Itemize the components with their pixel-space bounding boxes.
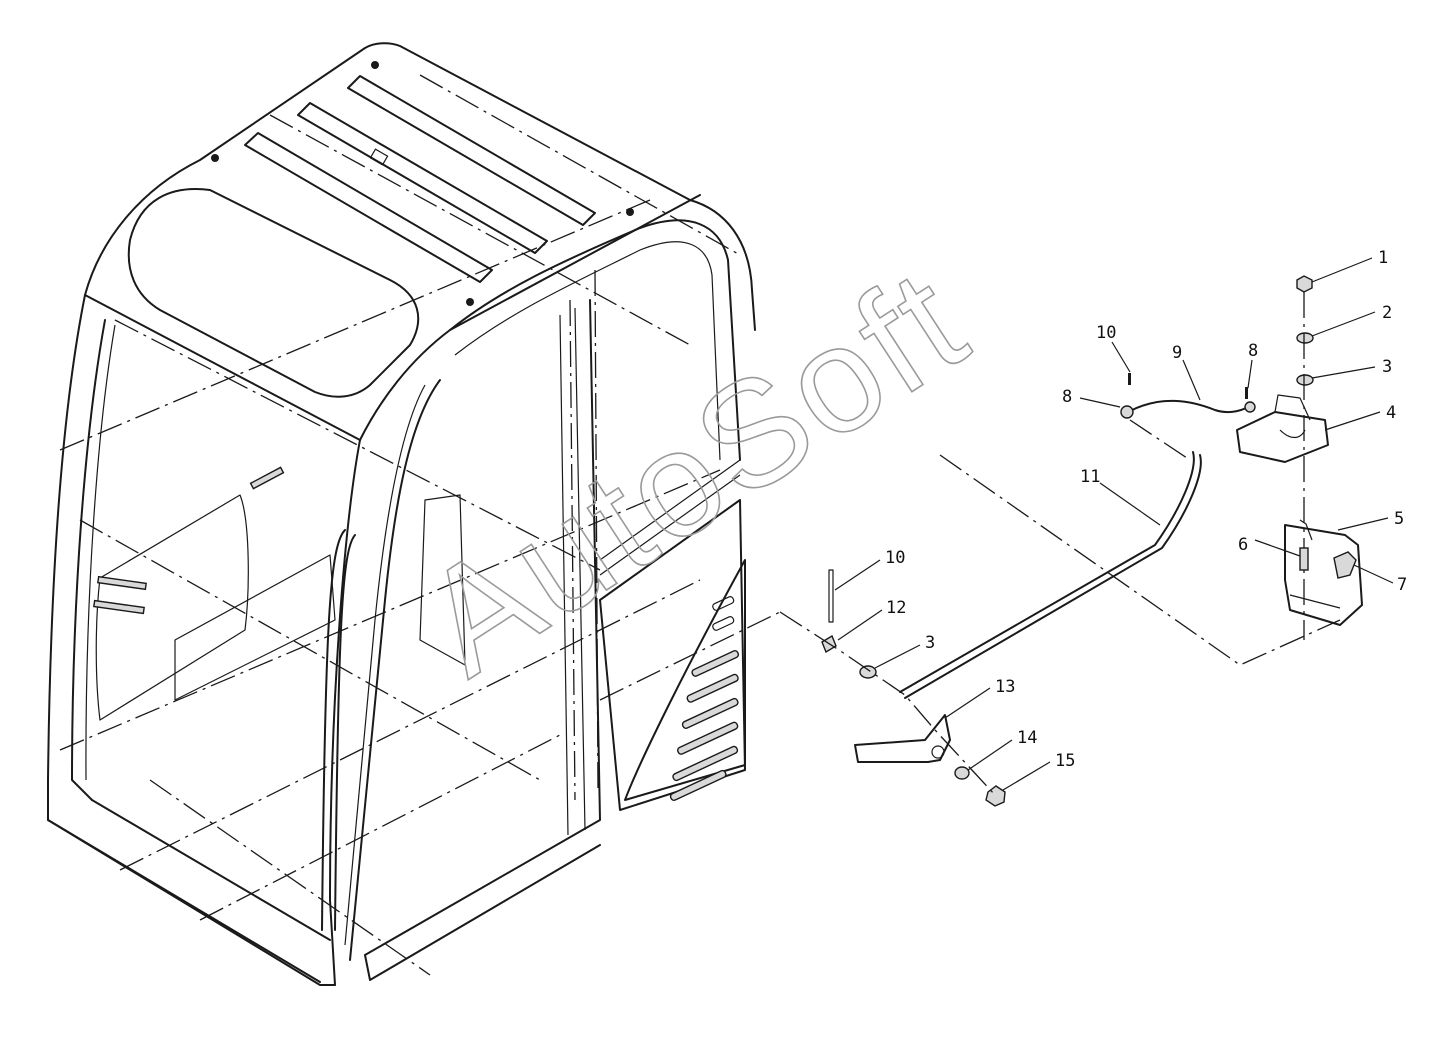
- callout-12: 12: [886, 598, 906, 618]
- lock-assembly: [939, 275, 1363, 666]
- door-lever: [854, 714, 951, 763]
- long-pin: [828, 569, 834, 623]
- lever-bolt: [985, 785, 1006, 807]
- interior-panel: [174, 494, 466, 701]
- striker-block: [1236, 411, 1329, 463]
- door-window: [364, 299, 601, 981]
- operator-cab: [47, 42, 756, 986]
- rear-strap-2: [93, 599, 145, 615]
- cab-side-panel: [599, 499, 746, 811]
- cab-roof-outline: [84, 42, 756, 331]
- side-vent-louvres: [669, 596, 740, 802]
- callout-leaders: [834, 257, 1394, 791]
- callout-3: 3: [1382, 357, 1392, 377]
- callout-labels: 1 2 3 4 5 6 7 8 8 9 10 10 11 12 3 13 14 …: [885, 248, 1407, 771]
- roof-panel: [127, 188, 420, 398]
- nut: [1296, 275, 1313, 293]
- door-frame-seal: [344, 384, 426, 946]
- cable-clip-right: [1244, 401, 1256, 413]
- roof-bolt: [466, 298, 474, 306]
- rear-strap-1: [97, 575, 147, 591]
- cotter-pin: [1128, 373, 1131, 385]
- roof-vent-1: [244, 132, 493, 283]
- side-vent-panel: [624, 559, 746, 801]
- callout-2: 2: [1382, 303, 1392, 323]
- callout-1: 1: [1378, 248, 1388, 268]
- flange-bolt: [1333, 551, 1357, 579]
- callout-3-rod: 3: [925, 633, 935, 653]
- striker-block-face: [1274, 394, 1311, 439]
- cab-bottom-frame: [47, 799, 331, 983]
- grab-handle: [321, 529, 356, 931]
- left-window-frame: [71, 319, 106, 801]
- left-window-seal: [85, 324, 116, 781]
- split-pin: [1245, 387, 1248, 399]
- roof-vent-3: [347, 75, 596, 226]
- callout-9: 9: [1172, 343, 1182, 363]
- callout-15: 15: [1055, 751, 1075, 771]
- cab-roof-front-edge: [84, 194, 701, 441]
- left-front-pillar: [47, 294, 336, 986]
- door-frame-outer: [329, 379, 441, 986]
- callout-6: 6: [1238, 535, 1248, 555]
- roof-vent-small: [369, 148, 389, 166]
- lock-bracket: [1284, 524, 1363, 626]
- callout-14: 14: [1017, 728, 1037, 748]
- callout-8-left: 8: [1062, 387, 1072, 407]
- door-arch-inner: [454, 241, 721, 461]
- construction-lines-lock: [939, 419, 1341, 666]
- callout-4: 4: [1386, 403, 1396, 423]
- callout-13: 13: [995, 677, 1015, 697]
- spring-washer: [1296, 332, 1314, 344]
- roof-bolt: [371, 61, 379, 69]
- door-arch: [449, 219, 741, 461]
- roof-vent-2: [297, 102, 548, 254]
- lock-bracket-edge: [1289, 519, 1341, 609]
- callout-10-pin: 10: [885, 548, 905, 568]
- cab-rear-window: [95, 494, 249, 721]
- side-strap: [249, 466, 285, 490]
- door-window-diagonal: [599, 459, 741, 576]
- roof-bolt: [211, 154, 219, 162]
- callout-11: 11: [1080, 467, 1100, 487]
- construction-lines-lever: [599, 611, 996, 796]
- bracket-bolt: [1299, 547, 1309, 571]
- construction-lines: [59, 74, 741, 976]
- rod-washer: [859, 665, 877, 679]
- callout-5: 5: [1394, 509, 1404, 529]
- callout-8-right: 8: [1248, 341, 1258, 361]
- release-rod-assembly: [599, 451, 1202, 807]
- door-window-seal: [559, 307, 586, 836]
- lever-washer: [954, 766, 970, 780]
- release-cable: [1127, 399, 1251, 414]
- callout-7: 7: [1397, 575, 1407, 595]
- release-rod: [899, 451, 1202, 699]
- cable-clip-left: [1120, 405, 1134, 419]
- lever-pivot: [931, 745, 945, 759]
- flat-washer: [1296, 374, 1314, 386]
- callout-10-top: 10: [1096, 323, 1116, 343]
